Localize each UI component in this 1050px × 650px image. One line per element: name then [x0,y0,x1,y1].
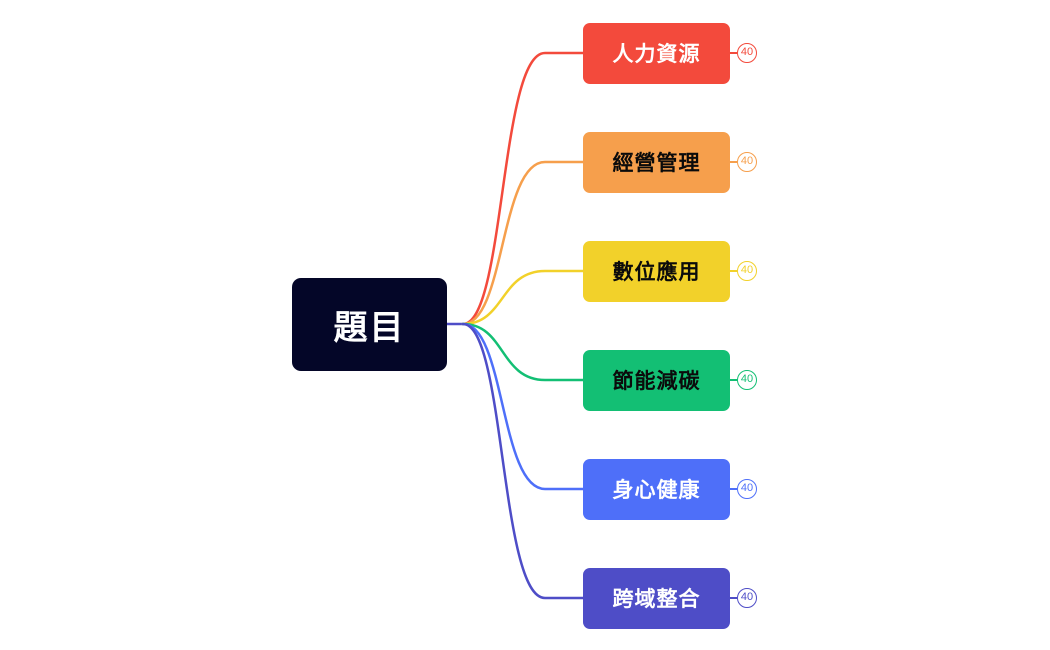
branch-connector [461,160,585,326]
topic-physical-mental-health[interactable]: 身心健康 [583,458,730,520]
topic-energy-saving-carbon-reduction[interactable]: 節能減碳 [583,349,730,411]
branch-connector [461,51,585,326]
collapse-count-badge[interactable]: 40 [737,588,757,608]
branch-connector [461,322,585,491]
topic-digital-application[interactable]: 數位應用 [583,240,730,302]
topic-business-management[interactable]: 經營管理 [583,131,730,193]
branch-connector [461,269,585,326]
collapse-count-badge[interactable]: 40 [737,370,757,390]
collapse-count-badge[interactable]: 40 [737,43,757,63]
collapse-count-badge[interactable]: 40 [737,479,757,499]
root-topic[interactable]: 題目 [292,278,447,371]
topic-cross-domain-integration[interactable]: 跨域整合 [583,567,730,629]
branch-connector [461,322,585,600]
collapse-count-badge[interactable]: 40 [737,261,757,281]
collapse-count-badge[interactable]: 40 [737,152,757,172]
branch-connector [461,322,585,382]
topic-human-resources[interactable]: 人力資源 [583,22,730,84]
